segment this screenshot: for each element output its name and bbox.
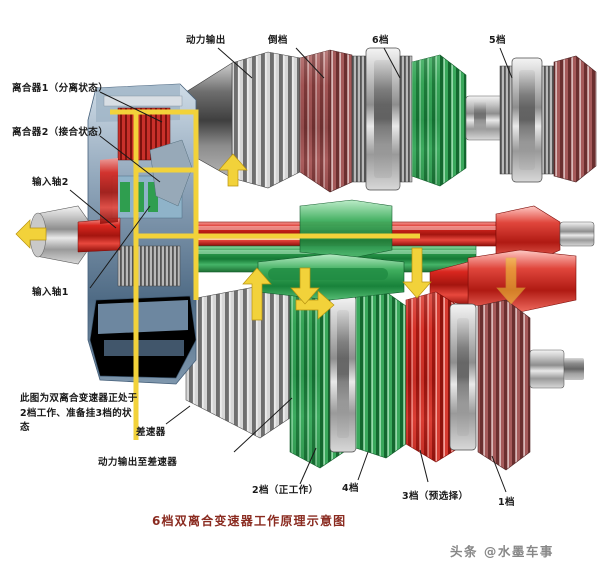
label-differential: 差速器 [136,427,166,438]
gear-5-body [553,55,597,183]
gear-6-body [411,54,467,187]
label-reverse-gear: 倒档 [268,35,288,46]
label-gear-1: 1档 [498,497,515,508]
label-gear-2: 2档（正工作） [252,485,319,496]
label-input-shaft-2: 输入轴2 [32,177,69,188]
watermark: 头条 @水墨车事 [450,544,554,559]
gear-4-body [355,291,407,459]
gear-3-body [405,291,463,463]
label-clutch-1: 离合器1（分离状态） [12,83,109,94]
power-flow-arrows [15,153,526,321]
lower-output-stub [529,349,584,389]
synchronizer-collar-lower-2 [449,303,477,451]
label-power-output: 动力输出 [186,35,226,46]
synchronizer-collar-upper-2 [499,57,555,183]
label-gear-4: 4档 [342,483,359,494]
reverse-gear-body [299,49,353,193]
output-shaft-journal [465,95,509,141]
label-input-shaft-1: 输入轴1 [32,287,69,298]
label-gear-5: 5档 [489,35,506,46]
label-gear-6: 6档 [372,35,389,46]
status-note: 此图为双离合变速器正处于2档工作、准备挂3档的状态 [20,393,138,434]
synchronizer-collar-lower-1 [329,295,357,453]
differential-green-bridge [257,253,405,301]
synchronizer-collar-upper-1 [351,47,413,191]
label-gear-3: 3档（预选择） [402,491,469,502]
label-clutch-2: 离合器2（接合状态） [12,127,109,138]
figure-caption: 6档双离合变速器工作原理示意图 [152,514,347,528]
gear-1-body [477,299,531,471]
label-power-to-differential: 动力输出至差速器 [98,457,178,468]
